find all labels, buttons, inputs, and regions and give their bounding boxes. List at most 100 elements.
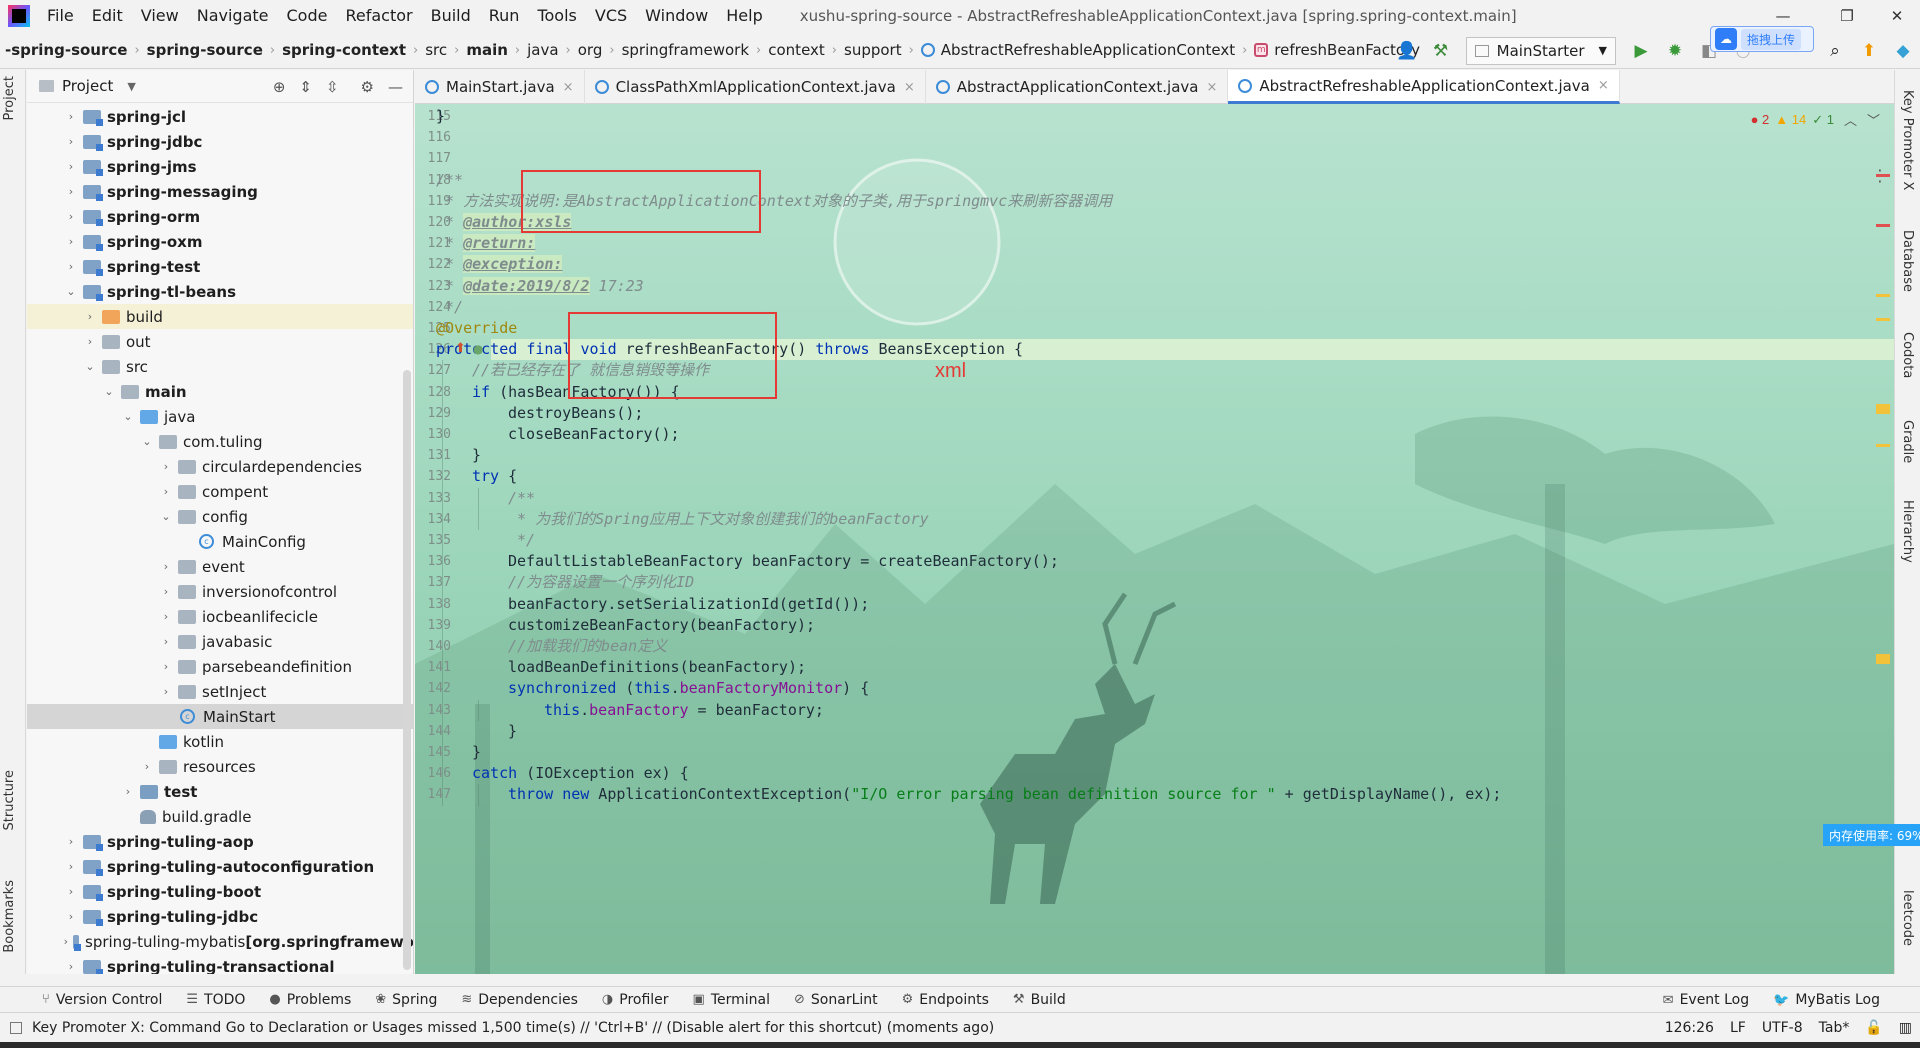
inspections-widget[interactable]: ● 2 ▲ 14 ✓ 1 ︿ ﹀ (1751, 110, 1880, 129)
code-line[interactable]: beanFactory.setSerializationId(getId()); (508, 594, 870, 613)
database-tool-tab[interactable]: Database (1900, 230, 1915, 293)
breadcrumb-item[interactable]: AbstractRefreshableApplicationContext (916, 41, 1240, 59)
editor-tab[interactable]: MainStart.java× (415, 70, 585, 104)
tree-item[interactable]: ›spring-tuling-boot (27, 879, 413, 904)
warning-stripe[interactable] (1876, 294, 1890, 297)
codota-tool-tab[interactable]: Codota (1900, 332, 1915, 379)
tree-item[interactable]: ›setInject (27, 679, 413, 704)
key-promoter-tool-tab[interactable]: Key Promoter X (1900, 90, 1915, 191)
editor-tab[interactable]: AbstractApplicationContext.java× (926, 70, 1229, 104)
code-line[interactable]: } (508, 721, 518, 740)
menu-window[interactable]: Window (645, 6, 709, 25)
tree-item[interactable]: ›spring-oxm (27, 229, 413, 254)
error-stripe[interactable] (1876, 174, 1890, 177)
code-line[interactable]: protected final void refreshBeanFactory(… (436, 340, 1024, 359)
tool-tab-version-control[interactable]: ⑂Version Control (28, 992, 172, 1008)
chevron-right-icon[interactable]: › (68, 835, 74, 848)
maximize-button[interactable]: ❐ (1840, 7, 1854, 25)
debug-icon[interactable]: ✹ (1667, 40, 1683, 61)
line-number[interactable]: 120 (427, 215, 451, 230)
code-line[interactable]: synchronized (this.beanFactoryMonitor) { (508, 679, 870, 698)
tree-item[interactable]: ›iocbeanlifecicle (27, 604, 413, 629)
tool-tab-terminal[interactable]: ▣Terminal (679, 992, 780, 1008)
line-number[interactable]: 138 (427, 596, 451, 612)
breadcrumb-item[interactable]: -spring-source (0, 41, 132, 59)
code-line[interactable]: catch (IOException ex) { (472, 764, 689, 783)
chevron-right-icon[interactable]: › (68, 210, 74, 223)
expand-all-icon[interactable]: ⇕ (299, 77, 312, 96)
code-line[interactable]: //加载我们的bean定义 (508, 637, 668, 655)
cloud-upload-button[interactable]: ☁ 拖拽上传 (1710, 26, 1814, 52)
tool-tab-sonarlint[interactable]: ⊘SonarLint (780, 992, 888, 1008)
tree-item[interactable]: ⌄config (27, 504, 413, 529)
code-line[interactable]: this.beanFactory = beanFactory; (544, 700, 824, 719)
line-number[interactable]: 143 (427, 702, 451, 718)
chevron-right-icon[interactable]: › (68, 235, 74, 248)
code-line[interactable]: //若已经存在了 就信息销毁等操作 (472, 361, 710, 380)
gradle-tool-tab[interactable]: Gradle (1900, 420, 1915, 464)
line-number[interactable]: 145 (427, 745, 451, 760)
tree-item[interactable]: ⌄spring-tl-beans (27, 279, 413, 304)
tree-item[interactable]: ›circulardependencies (27, 454, 413, 479)
search-icon[interactable]: ⌕ (1830, 40, 1840, 61)
menu-refactor[interactable]: Refactor (345, 6, 413, 25)
line-number[interactable]: 139 (427, 617, 451, 633)
tree-item[interactable]: ›spring-jcl (27, 104, 413, 129)
tree-item[interactable]: ›resources (27, 754, 413, 779)
plugin-icon[interactable]: ◆ (1896, 40, 1910, 61)
line-number[interactable]: 146 (427, 766, 451, 782)
line-number[interactable]: 134 (427, 511, 451, 527)
code-line[interactable]: */ (508, 531, 536, 549)
close-tab-icon[interactable]: × (1597, 78, 1609, 93)
line-separator[interactable]: LF (1729, 1020, 1746, 1036)
code-line[interactable]: * 为我们的Spring应用上下文对象创建我们的beanFactory (508, 509, 929, 528)
breadcrumb-item[interactable]: support (839, 41, 907, 59)
code-line[interactable]: */ (436, 297, 464, 316)
tree-item[interactable]: build.gradle (27, 804, 413, 829)
chevron-right-icon[interactable]: › (163, 560, 169, 573)
run-configuration-select[interactable]: MainStarter ▼ (1465, 36, 1616, 65)
warning-stripe[interactable] (1876, 654, 1890, 664)
warning-stripe[interactable] (1876, 444, 1890, 447)
close-tab-icon[interactable]: × (903, 79, 915, 95)
chevron-right-icon[interactable]: › (68, 185, 74, 198)
leetcode-tool-tab[interactable]: leetcode (1900, 890, 1915, 947)
line-number[interactable]: 132 (427, 469, 451, 485)
code-line[interactable]: * @date:2019/8/2 17:23 (436, 276, 644, 295)
line-number[interactable]: 129 (427, 405, 451, 421)
tree-item[interactable]: ›spring-test (27, 254, 413, 279)
tool-tab-build[interactable]: ⚒Build (999, 992, 1076, 1008)
chevron-right-icon[interactable]: › (163, 635, 169, 648)
line-number[interactable]: 147 (427, 787, 451, 803)
breadcrumb-item[interactable]: main (461, 41, 513, 59)
close-tab-icon[interactable]: × (1206, 79, 1218, 95)
tree-item[interactable]: ›spring-jdbc (27, 129, 413, 154)
line-number[interactable]: 133 (427, 490, 451, 506)
menu-code[interactable]: Code (286, 6, 328, 25)
chevron-right-icon[interactable]: › (68, 960, 74, 973)
tree-item[interactable]: ⌄src (27, 354, 413, 379)
menu-view[interactable]: View (140, 6, 179, 25)
code-line[interactable]: * 方法实现说明:是AbstractApplicationContext对象的子… (436, 191, 1113, 210)
close-window-button[interactable]: ✕ (1890, 7, 1904, 25)
tool-tab-dependencies[interactable]: ≋Dependencies (447, 992, 588, 1008)
hide-panel-icon[interactable]: — (388, 77, 403, 96)
line-number[interactable]: 118 (427, 172, 451, 188)
tree-item[interactable]: ›build (27, 304, 413, 329)
build-hammer-icon[interactable]: ⚒ (1433, 40, 1449, 61)
chevron-right-icon[interactable]: › (68, 860, 74, 873)
line-number[interactable]: 122 (427, 257, 451, 273)
file-encoding[interactable]: UTF-8 (1761, 1020, 1803, 1036)
chevron-down-icon[interactable]: ⌄ (85, 360, 95, 373)
chevron-right-icon[interactable]: › (87, 335, 93, 348)
project-tool-tab[interactable]: Project (2, 76, 17, 121)
line-number[interactable]: 115 (427, 109, 451, 124)
tree-item[interactable]: ›spring-jms (27, 154, 413, 179)
menu-help[interactable]: Help (726, 6, 763, 25)
chevron-down-icon[interactable]: ﹀ (1866, 113, 1880, 128)
line-number[interactable]: 131 (427, 448, 451, 464)
menu-navigate[interactable]: Navigate (196, 6, 269, 25)
code-line[interactable]: //为容器设置一个序列化ID (508, 573, 695, 592)
